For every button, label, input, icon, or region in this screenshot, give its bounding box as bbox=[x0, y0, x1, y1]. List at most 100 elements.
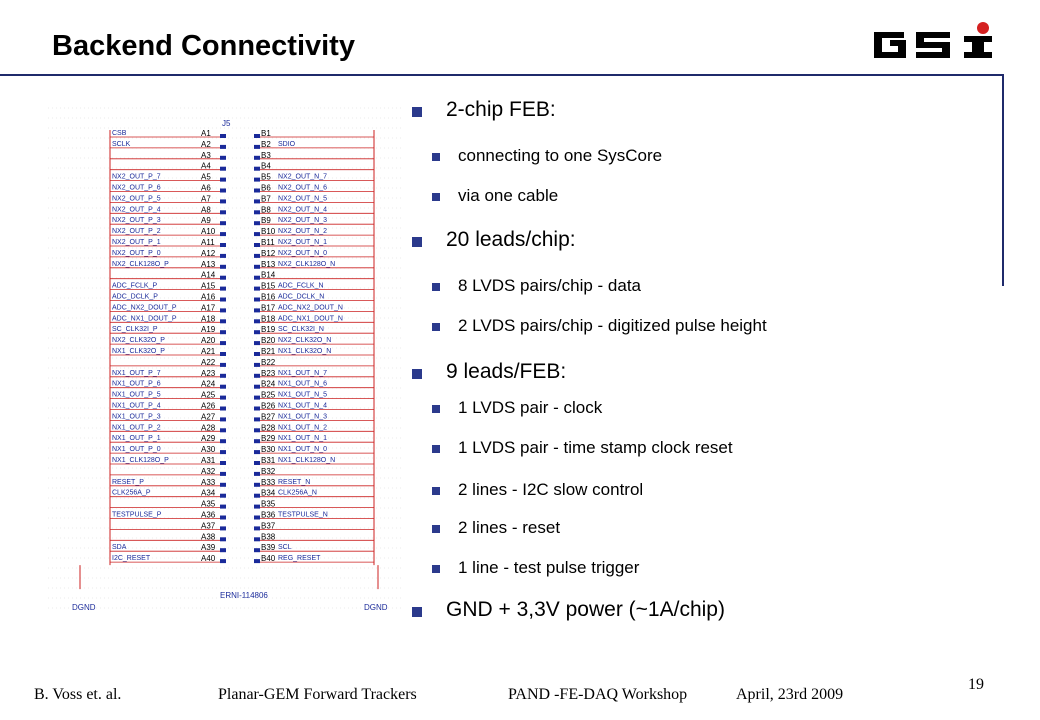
pin-a-label: A10 bbox=[201, 227, 216, 236]
pin-a-label: A34 bbox=[201, 489, 216, 498]
pin-a-contact bbox=[220, 362, 226, 367]
pin-b-label: B32 bbox=[261, 467, 276, 476]
gsi-logo bbox=[874, 22, 992, 58]
pin-b-contact bbox=[254, 319, 260, 324]
pin-a-contact bbox=[220, 264, 226, 269]
bullet-square-icon bbox=[432, 153, 440, 161]
signal-label-left: SDA bbox=[112, 544, 127, 551]
pin-a-contact bbox=[220, 406, 226, 411]
signal-label-right: NX1_OUT_N_1 bbox=[278, 435, 327, 442]
signal-label-left: NX2_OUT_P_7 bbox=[112, 174, 161, 181]
pin-a-label: A18 bbox=[201, 314, 216, 323]
signal-label-right: NX1_OUT_N_0 bbox=[278, 446, 327, 453]
signal-label-left: NX1_OUT_P_6 bbox=[112, 381, 161, 388]
pin-b-label: B40 bbox=[261, 554, 276, 563]
pin-a-label: A21 bbox=[201, 347, 216, 356]
signal-label-left: NX2_OUT_P_4 bbox=[112, 206, 161, 213]
signal-label-left: NX1_OUT_P_4 bbox=[112, 403, 161, 410]
signal-label-right: SC_CLK32I_N bbox=[278, 326, 324, 333]
pin-b-label: B11 bbox=[261, 238, 275, 247]
signal-label-right: NX1_OUT_N_6 bbox=[278, 381, 327, 388]
pin-b-contact bbox=[254, 559, 260, 564]
pin-b-contact bbox=[254, 504, 260, 509]
bullet-item: 1 LVDS pair - clock bbox=[432, 398, 603, 418]
pin-a-contact bbox=[220, 482, 226, 487]
bullet-item: 2 lines - reset bbox=[432, 518, 561, 538]
signal-label-left: ADC_FCLK_P bbox=[112, 283, 157, 290]
pin-a-label: A7 bbox=[201, 194, 211, 203]
pin-a-contact bbox=[220, 134, 226, 138]
signal-label-right: NX2_CLK128O_N bbox=[278, 261, 335, 268]
pin-b-label: B33 bbox=[261, 478, 276, 487]
pin-b-label: B25 bbox=[261, 391, 276, 400]
pin-a-label: A3 bbox=[201, 151, 211, 160]
signal-label-right: NX2_OUT_N_2 bbox=[278, 228, 327, 235]
pin-a-contact bbox=[220, 297, 226, 302]
pin-a-label: A26 bbox=[201, 402, 216, 411]
pin-b-label: B6 bbox=[261, 184, 271, 193]
pin-a-contact bbox=[220, 221, 226, 226]
title-rule bbox=[0, 74, 1004, 76]
pin-b-contact bbox=[254, 406, 260, 411]
pin-b-contact bbox=[254, 264, 260, 269]
signal-label-left: SC_CLK32I_P bbox=[112, 326, 158, 333]
bullet-text: connecting to one SysCore bbox=[458, 146, 663, 165]
pin-b-label: B34 bbox=[261, 489, 276, 498]
pin-b-contact bbox=[254, 482, 260, 487]
signal-label-left: RESET_P bbox=[112, 479, 144, 486]
pin-a-label: A25 bbox=[201, 391, 216, 400]
pin-a-label: A28 bbox=[201, 423, 216, 432]
pin-b-contact bbox=[254, 275, 260, 280]
pin-b-contact bbox=[254, 243, 260, 247]
pin-b-label: B18 bbox=[261, 314, 276, 323]
bullet-square-icon bbox=[412, 107, 422, 117]
pin-a-contact bbox=[220, 177, 226, 182]
bullet-item: 8 LVDS pairs/chip - data bbox=[432, 276, 641, 296]
bullet-text: 1 LVDS pair - clock bbox=[458, 398, 603, 417]
pin-a-label: A39 bbox=[201, 543, 216, 552]
footer-author: B. Voss et. al. bbox=[34, 686, 122, 703]
connector-ref: J5 bbox=[222, 119, 231, 128]
pin-a-label: A2 bbox=[201, 140, 211, 149]
signal-label-right: NX1_OUT_N_7 bbox=[278, 370, 327, 377]
signal-label-right: NX2_OUT_N_1 bbox=[278, 239, 327, 246]
footer-talk: Planar-GEM Forward Trackers bbox=[218, 686, 417, 703]
pin-b-contact bbox=[254, 373, 260, 378]
pin-a-contact bbox=[220, 232, 226, 237]
pin-b-contact bbox=[254, 526, 260, 531]
pin-a-contact bbox=[220, 384, 226, 389]
pin-a-contact bbox=[220, 450, 226, 455]
bullet-square-icon bbox=[412, 237, 422, 247]
pin-b-label: B8 bbox=[261, 205, 271, 214]
pin-a-contact bbox=[220, 253, 226, 258]
pin-b-label: B26 bbox=[261, 402, 276, 411]
pin-a-contact bbox=[220, 166, 226, 171]
part-name: ERNI-114806 bbox=[220, 591, 268, 600]
pin-a-label: A14 bbox=[201, 271, 216, 280]
pin-a-label: A27 bbox=[201, 412, 216, 421]
pin-a-label: A30 bbox=[201, 445, 216, 454]
pin-b-label: B15 bbox=[261, 282, 276, 291]
pin-a-contact bbox=[220, 504, 226, 509]
pin-a-label: A22 bbox=[201, 358, 216, 367]
pin-a-contact bbox=[220, 537, 226, 542]
bullet-item: 1 LVDS pair - time stamp clock reset bbox=[432, 438, 733, 458]
bullet-text: 2 lines - reset bbox=[458, 518, 561, 537]
pin-a-label: A6 bbox=[201, 184, 211, 193]
signal-label-right: NX1_OUT_N_3 bbox=[278, 413, 327, 420]
pin-a-label: A8 bbox=[201, 205, 211, 214]
signal-label-right: NX2_CLK32O_N bbox=[278, 337, 331, 344]
pin-a-contact bbox=[220, 548, 226, 553]
pin-a-contact bbox=[220, 352, 226, 356]
signal-label-left: ADC_DCLK_P bbox=[112, 294, 158, 301]
pin-a-contact bbox=[220, 526, 226, 531]
bullet-text: 1 line - test pulse trigger bbox=[458, 558, 640, 577]
pin-a-label: A31 bbox=[201, 456, 216, 465]
pin-a-contact bbox=[220, 144, 226, 149]
pin-a-contact bbox=[220, 308, 226, 313]
signal-label-left: CSB bbox=[112, 130, 127, 137]
pin-b-contact bbox=[254, 199, 260, 204]
pin-b-label: B1 bbox=[261, 129, 271, 138]
pin-a-label: A17 bbox=[201, 303, 216, 312]
